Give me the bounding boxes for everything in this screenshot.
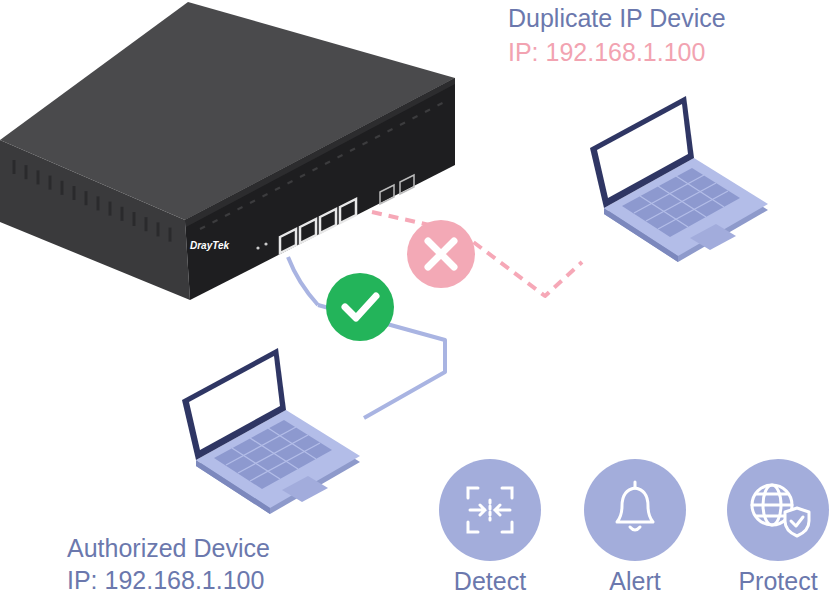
laptop-device: Authorized DeviceIP: 192.168.1.100 [174, 338, 364, 518]
reject-badge [407, 220, 475, 288]
feature-label: Detect [454, 567, 526, 596]
brand-logo: DrayTek [190, 240, 229, 252]
protect-icon [727, 459, 829, 561]
network-cable [318, 305, 445, 418]
feature-label: Protect [738, 567, 817, 596]
feature-label: Alert [609, 567, 660, 596]
device-name: Duplicate IP Device [508, 4, 726, 33]
ip-address: IP: 192.168.1.100 [508, 38, 705, 67]
alert-icon [584, 459, 686, 561]
laptop-illustration [582, 86, 772, 266]
device-name: Authorized Device [67, 534, 270, 563]
router-device: DrayTek [0, 0, 460, 305]
laptop-device: Duplicate IP DeviceIP: 192.168.1.100 [582, 86, 772, 266]
router-illustration [0, 0, 460, 305]
ip-address: IP: 192.168.1.100 [67, 566, 264, 595]
accept-badge [326, 273, 394, 341]
detect-icon [439, 459, 541, 561]
laptop-illustration [174, 338, 364, 518]
network-cable [460, 232, 582, 296]
